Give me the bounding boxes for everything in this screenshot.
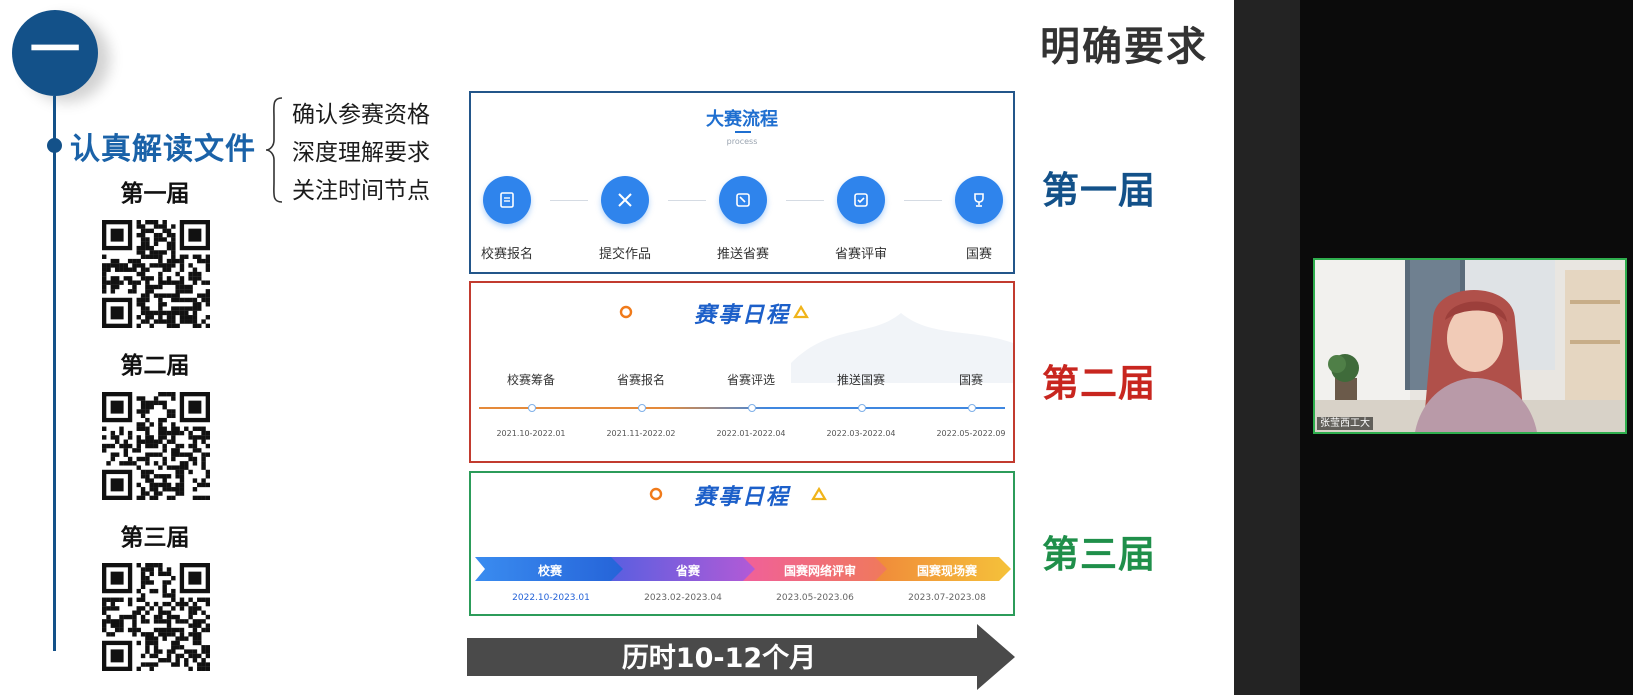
timeline-date: 2021.11-2022.02 bbox=[606, 429, 676, 438]
stage-chevron-3 bbox=[743, 557, 889, 581]
step-connector bbox=[668, 200, 706, 201]
trophy-icon bbox=[974, 193, 984, 207]
schedule-panel-3: 赛事日程 校赛 省赛 国赛网络评审 国赛现场赛 2022.10-2023.01 … bbox=[469, 471, 1015, 616]
tools-icon bbox=[618, 193, 632, 207]
step-icon-national bbox=[955, 176, 1003, 224]
requirement-item: 关注时间节点 bbox=[292, 178, 430, 204]
section-number: 一 bbox=[30, 21, 80, 79]
requirements-list: 确认参赛资格 深度理解要求 关注时间节点 bbox=[292, 96, 430, 210]
timeline-dot bbox=[638, 404, 646, 412]
edition-label-1: 第一届 bbox=[120, 181, 190, 207]
step-icon-review bbox=[837, 176, 885, 224]
timeline-stage: 省赛报名 bbox=[616, 373, 665, 387]
step-icon-push bbox=[719, 176, 767, 224]
duration-arrow-icon bbox=[467, 624, 1015, 690]
step-label: 省赛评审 bbox=[834, 247, 887, 262]
schedule-panel-2: 赛事日程 校赛筹备 省赛报名 省赛评选 推送国赛 国赛 2021.10-2022… bbox=[469, 281, 1015, 463]
edition-label-3: 第三届 bbox=[120, 525, 190, 551]
edition-label-2: 第二届 bbox=[120, 353, 190, 379]
edition-title-3: 第三届 bbox=[1042, 533, 1156, 576]
qr-code-2 bbox=[102, 392, 210, 500]
stage-label: 国赛网络评审 bbox=[783, 564, 856, 578]
step-label: 校赛报名 bbox=[480, 247, 533, 262]
step-label: 国赛 bbox=[965, 247, 992, 262]
title-underline bbox=[735, 131, 751, 133]
stage-label: 省赛 bbox=[675, 564, 700, 578]
duration-label: 历时10-12个月 bbox=[621, 643, 817, 674]
timeline-dot bbox=[528, 404, 536, 412]
stage-date: 2023.07-2023.08 bbox=[908, 593, 986, 603]
timeline-date: 2022.03-2022.04 bbox=[826, 429, 896, 438]
timeline-stage: 校赛筹备 bbox=[506, 373, 555, 387]
stage-chevron-4 bbox=[875, 557, 1011, 581]
meeting-gutter bbox=[1234, 0, 1300, 695]
step-connector bbox=[904, 200, 942, 201]
step-icon-submit bbox=[601, 176, 649, 224]
process-title: 大赛流程 bbox=[706, 109, 778, 130]
requirement-item: 深度理解要求 bbox=[292, 140, 430, 166]
timeline-vertical-line bbox=[53, 96, 56, 651]
timeline-track bbox=[479, 407, 1005, 409]
step-icon-registration bbox=[483, 176, 531, 224]
participant-video-tile[interactable]: 张莹西工大 bbox=[1313, 258, 1627, 434]
triangle-decoration-icon bbox=[793, 305, 809, 319]
circle-decoration-icon bbox=[619, 305, 633, 319]
step-label: 推送省赛 bbox=[716, 247, 769, 262]
qr-code-3 bbox=[102, 563, 210, 671]
process-subtitle: process bbox=[726, 137, 758, 146]
stage-label: 校赛 bbox=[537, 564, 562, 578]
timeline-date: 2021.10-2022.01 bbox=[496, 429, 566, 438]
step-connector bbox=[550, 200, 588, 201]
stage-chevron-1 bbox=[475, 557, 625, 581]
mountain-backdrop-icon bbox=[791, 313, 1013, 383]
slide-title: 明确要求 bbox=[1040, 24, 1208, 70]
participant-video-feed bbox=[1315, 260, 1625, 432]
section-number-badge: 一 bbox=[12, 10, 98, 96]
participant-name: 张莹西工大 bbox=[1317, 417, 1373, 430]
stage-chevrons bbox=[475, 557, 1011, 581]
edition-title-2: 第二届 bbox=[1042, 362, 1156, 405]
timeline-stage: 推送国赛 bbox=[836, 373, 885, 387]
timeline-dot bbox=[968, 404, 976, 412]
edition-title-1: 第一届 bbox=[1042, 169, 1156, 212]
step-label: 提交作品 bbox=[598, 247, 651, 262]
curly-brace-icon bbox=[265, 97, 283, 203]
document-icon bbox=[500, 192, 514, 208]
stage-label: 国赛现场赛 bbox=[916, 564, 977, 578]
step-connector bbox=[786, 200, 824, 201]
timeline-dot bbox=[47, 138, 62, 153]
triangle-decoration-icon bbox=[811, 487, 827, 501]
stage-chevron-2 bbox=[611, 557, 757, 581]
timeline-date: 2022.01-2022.04 bbox=[716, 429, 786, 438]
circle-decoration-icon bbox=[649, 487, 663, 501]
send-icon bbox=[736, 193, 750, 207]
timeline-dot bbox=[748, 404, 756, 412]
stage-date: 2023.05-2023.06 bbox=[776, 593, 854, 603]
presentation-slide: 一 认真解读文件 确认参赛资格 深度理解要求 关注时间节点 第一届 第二届 第三… bbox=[0, 0, 1234, 695]
qr-code-1 bbox=[102, 220, 210, 328]
requirement-item: 确认参赛资格 bbox=[292, 102, 430, 128]
timeline-date: 2022.05-2022.09 bbox=[936, 429, 1006, 438]
schedule-title: 赛事日程 bbox=[693, 485, 790, 510]
schedule-title: 赛事日程 bbox=[693, 303, 790, 328]
check-icon bbox=[854, 193, 868, 207]
process-panel: 大赛流程 process 校赛报名 提交作品 推送省赛 省赛评审 国赛 bbox=[469, 91, 1015, 274]
timeline-dot bbox=[858, 404, 866, 412]
timeline-stage: 省赛评选 bbox=[726, 373, 775, 387]
section-heading: 认真解读文件 bbox=[70, 132, 256, 167]
stage-date: 2023.02-2023.04 bbox=[644, 593, 722, 603]
stage-date: 2022.10-2023.01 bbox=[512, 593, 590, 603]
timeline-stage: 国赛 bbox=[958, 373, 983, 387]
